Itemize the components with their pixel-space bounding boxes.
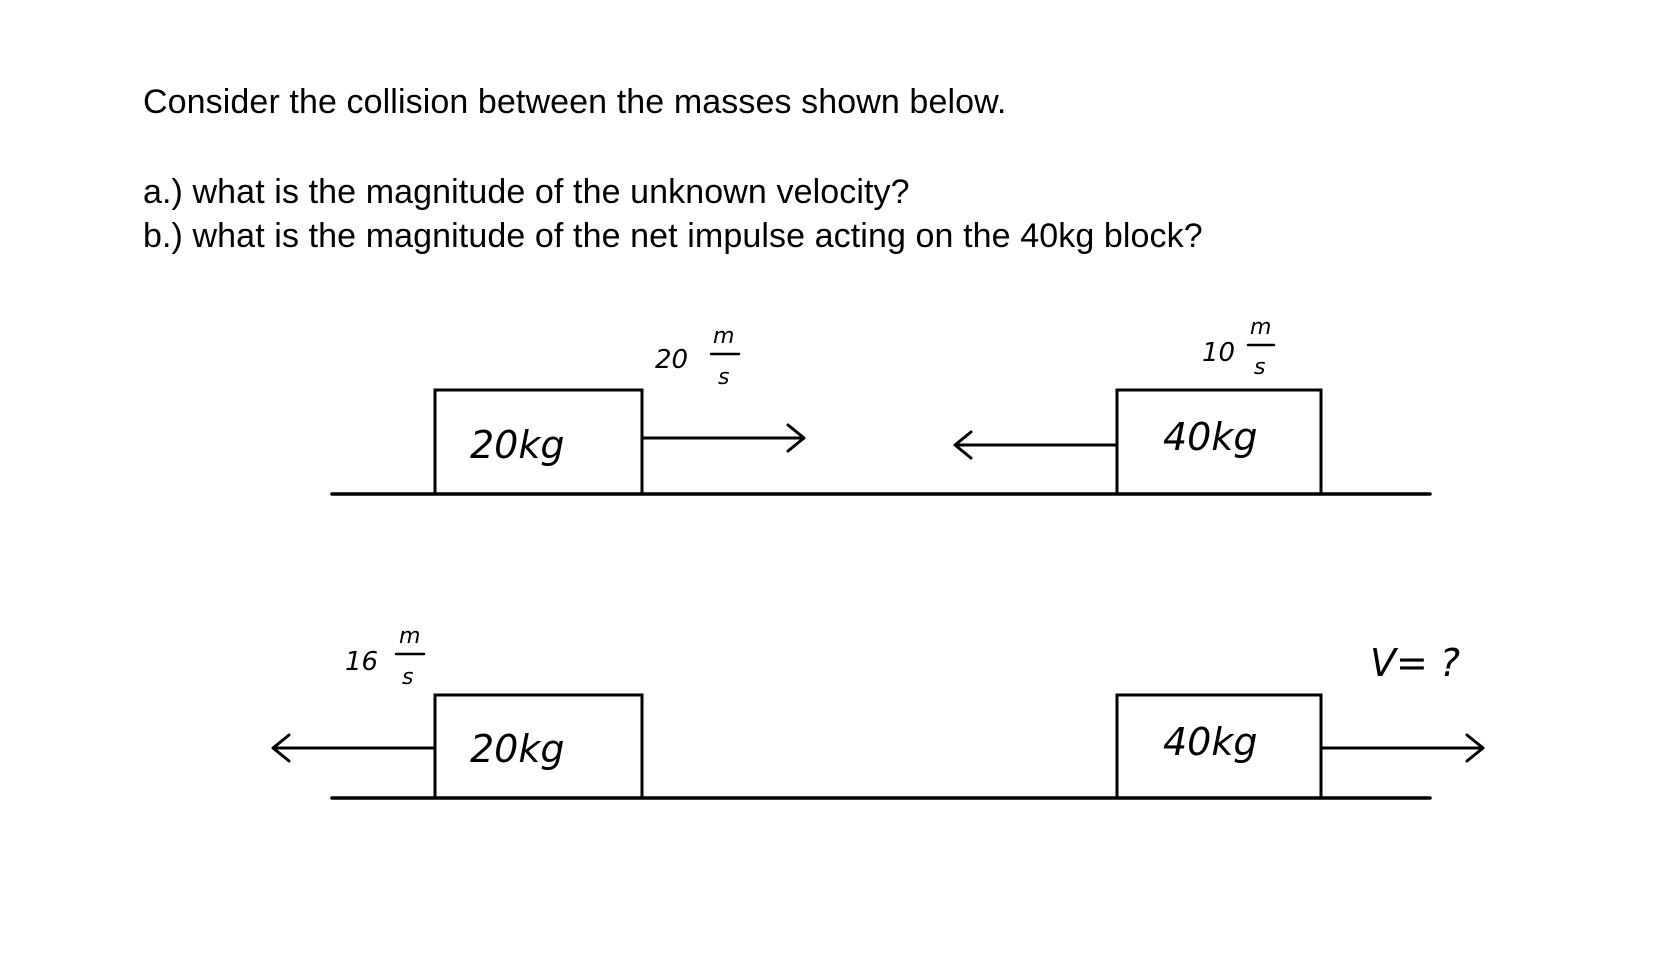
after-collision-scene: 20kg 16 m s 40kg V= ?	[271, 624, 1485, 800]
question-a: a.) what is the magnitude of the unknown…	[143, 173, 910, 211]
before-velocity-10-unit-bottom: s	[1254, 355, 1265, 380]
after-right-arrow	[1319, 733, 1485, 763]
before-velocity-20-unit-bottom: s	[718, 365, 729, 390]
after-left-arrow	[271, 733, 437, 763]
after-unknown-velocity-label: V= ?	[1370, 641, 1460, 685]
before-collision-scene: 20kg 20 m s 40kg 10 m s	[330, 315, 1432, 496]
before-block-20kg-label: 20kg	[470, 423, 564, 467]
before-velocity-20-label: 20 m s	[655, 324, 741, 390]
before-block-40kg	[1115, 388, 1323, 496]
after-block-20kg-label: 20kg	[470, 727, 564, 771]
before-velocity-20-value: 20	[655, 345, 688, 375]
before-velocity-10-label: 10 m s	[1202, 315, 1276, 380]
before-right-arrow	[640, 423, 806, 453]
after-velocity-16-label: 16 m s	[345, 624, 426, 690]
before-left-arrow	[953, 430, 1119, 460]
after-velocity-16-unit-top: m	[399, 624, 420, 649]
before-block-20kg	[433, 388, 644, 496]
before-block-40kg-label: 40kg	[1163, 415, 1257, 459]
before-velocity-10-unit-top: m	[1250, 315, 1271, 340]
question-b: b.) what is the magnitude of the net imp…	[143, 217, 1203, 255]
after-velocity-16-value: 16	[345, 647, 378, 677]
problem-statement: Consider the collision between the masse…	[143, 80, 1543, 258]
problem-intro: Consider the collision between the masse…	[143, 83, 1007, 121]
before-velocity-10-value: 10	[1202, 338, 1235, 368]
after-block-40kg-label: 40kg	[1163, 720, 1257, 764]
before-velocity-20-unit-top: m	[713, 324, 734, 349]
after-velocity-16-unit-bottom: s	[402, 665, 413, 690]
